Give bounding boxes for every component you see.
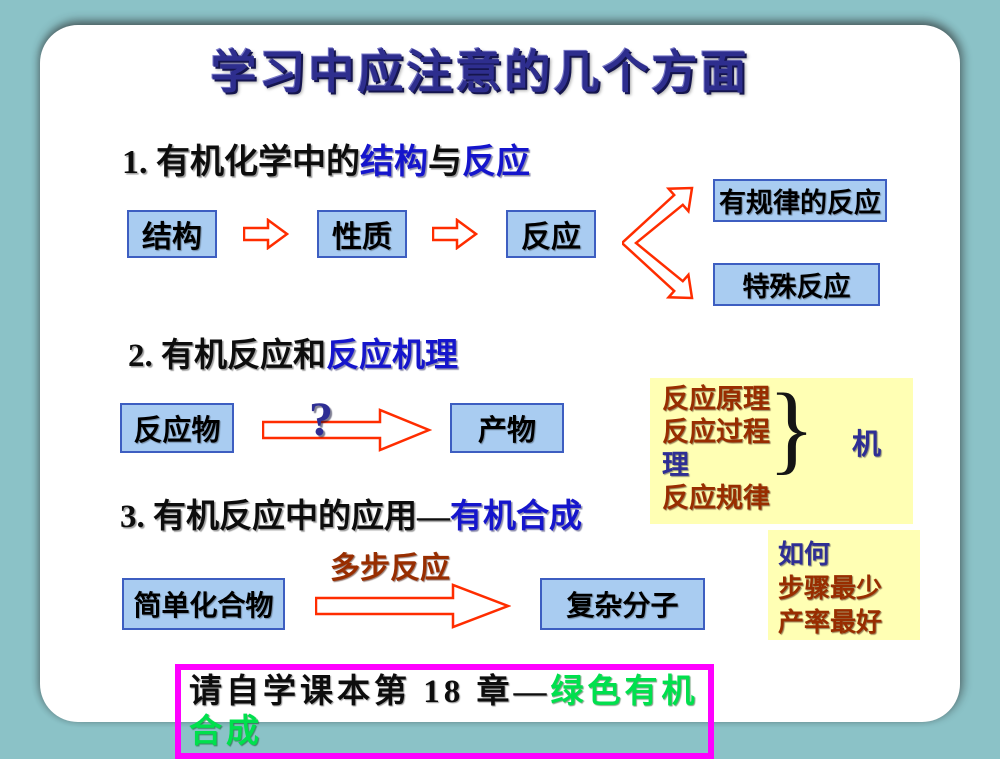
- section1-keyword-reaction: 反应: [462, 144, 530, 181]
- structure-box: 结构: [127, 210, 217, 258]
- goal-line-how: 如何: [778, 540, 831, 569]
- section1-text-black-1: 1. 有机化学中的: [122, 144, 360, 181]
- section3-text-black: 3. 有机反应中的应用—: [120, 499, 450, 535]
- section1-keyword-structure: 结构: [360, 144, 428, 181]
- goal-note: 如何 步骤最少 产率最好: [768, 530, 920, 640]
- mechanism-note: 反应原理 反应过程 理 反应规律 } 机: [650, 378, 913, 524]
- section1-heading: 1. 有机化学中的结构与反应: [122, 134, 530, 183]
- footer-text: 请自学课本第 18 章—绿色有机合成: [189, 672, 711, 752]
- section2-keyword-mechanism: 反应机理: [326, 338, 458, 374]
- complex-molecule-box: 复杂分子: [540, 578, 705, 630]
- brace-icon: }: [768, 373, 816, 485]
- mechanism-line-process: 反应过程: [662, 417, 770, 447]
- long-arrow-right-icon: [262, 408, 432, 452]
- arrow-right-icon: [243, 218, 289, 250]
- section1-text-black-2: 与: [428, 144, 462, 181]
- section2-text-black: 2. 有机反应和: [128, 338, 326, 374]
- long-arrow-right-icon: [315, 583, 511, 629]
- question-mark: ?: [309, 393, 333, 446]
- arrow-right-icon: [432, 218, 478, 250]
- property-box: 性质: [317, 210, 407, 258]
- footer-note: 请自学课本第 18 章—绿色有机合成: [175, 664, 714, 759]
- goal-line-fewest-steps: 步骤最少: [778, 574, 883, 603]
- footer-text-black: 请自学课本第 18 章—: [189, 674, 551, 710]
- product-box: 产物: [450, 403, 564, 453]
- section3-keyword-synthesis: 有机合成: [450, 499, 582, 535]
- branch-arrow-icon: [622, 186, 694, 300]
- regular-reaction-box: 有规律的反应: [713, 179, 887, 222]
- mechanism-line-principle: 反应原理: [662, 384, 770, 414]
- section2-heading: 2. 有机反应和反应机理: [128, 328, 458, 376]
- slide-title: 学习中应注意的几个方面: [210, 47, 750, 98]
- special-reaction-box: 特殊反应: [713, 263, 880, 306]
- multi-step-label: 多步反应: [330, 552, 450, 585]
- simple-compound-box: 简单化合物: [122, 578, 285, 630]
- mechanism-label-part2: 理: [662, 450, 689, 480]
- reaction-box: 反应: [506, 210, 596, 258]
- footer-text-green: 绿色有机合成: [189, 674, 699, 750]
- mechanism-label-part1: 机: [852, 429, 882, 461]
- reactant-box: 反应物: [120, 403, 234, 453]
- section3-heading: 3. 有机反应中的应用—有机合成: [120, 489, 582, 537]
- goal-line-best-yield: 产率最好: [778, 608, 883, 637]
- mechanism-line-rule: 反应规律: [662, 483, 770, 513]
